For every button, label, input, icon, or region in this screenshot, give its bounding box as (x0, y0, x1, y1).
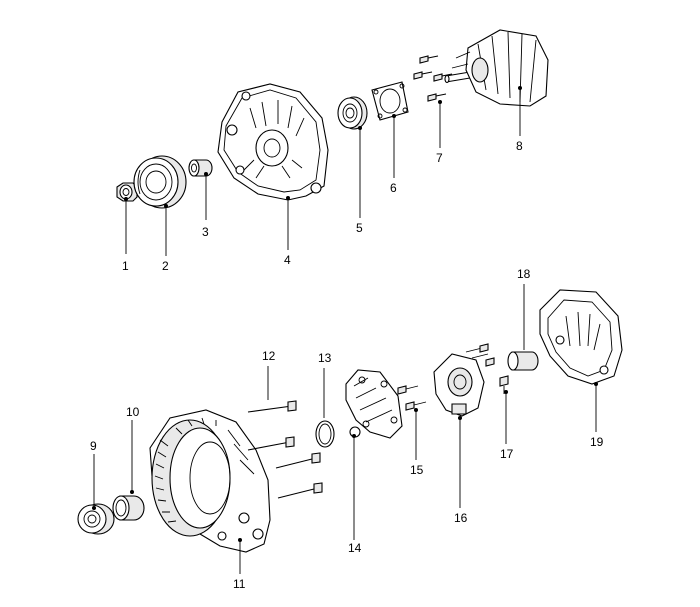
callout-14: 14 (348, 541, 362, 555)
callout-9: 9 (90, 439, 97, 453)
callout-13: 13 (318, 351, 332, 365)
callout-11: 11 (233, 577, 246, 591)
part-5-bearing (337, 96, 368, 130)
callout-19: 19 (590, 435, 604, 449)
part-10-bearing-cover (112, 495, 145, 521)
part-17-screw (499, 375, 509, 394)
callout-17: 17 (500, 447, 514, 461)
part-18-terminal-boot (507, 351, 539, 371)
callout-3: 3 (202, 225, 209, 239)
part-7-screws (413, 55, 453, 102)
part-15-screws (397, 385, 427, 411)
callout-18: 18 (517, 267, 531, 281)
part-9-rear-bearing (77, 503, 115, 535)
part-16-regulator (433, 343, 495, 417)
callout-5: 5 (356, 221, 363, 235)
callout-10: 10 (126, 405, 140, 419)
callout-15: 15 (410, 463, 424, 477)
part-6-retainer-plate (371, 81, 409, 121)
part-11-stator-housing (149, 409, 271, 553)
part-12-through-bolts (247, 400, 323, 499)
part-19-rear-cover (539, 289, 623, 385)
part-4-front-housing (217, 83, 329, 201)
part-14-rectifier (345, 369, 403, 439)
leader-lines (92, 86, 598, 574)
callout-2: 2 (162, 259, 169, 273)
callout-7: 7 (436, 151, 443, 165)
callout-12: 12 (262, 349, 276, 363)
callout-1: 1 (122, 259, 129, 273)
part-3-spacer (188, 159, 213, 177)
part-2-pulley (133, 155, 187, 209)
callout-16: 16 (454, 511, 468, 525)
callout-8: 8 (516, 139, 523, 153)
callout-4: 4 (284, 253, 291, 267)
part-8-rotor (444, 29, 549, 107)
callout-labels: 1 2 3 4 5 6 7 8 9 10 11 12 13 14 15 16 1… (90, 139, 604, 591)
part-13-seal-ring (315, 420, 335, 448)
callout-6: 6 (390, 181, 397, 195)
